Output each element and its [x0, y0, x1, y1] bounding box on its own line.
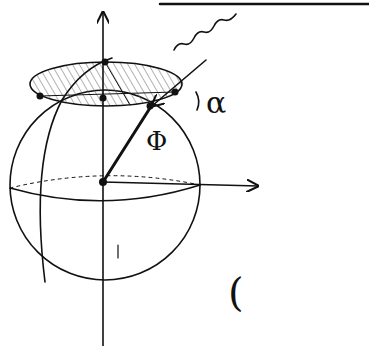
- cap-chord: [105, 62, 130, 105]
- horizontal-axis: [103, 182, 258, 186]
- tick-mark: [117, 245, 118, 258]
- point-dot: [100, 95, 107, 102]
- meridian: [40, 58, 112, 282]
- light-ray: [174, 14, 236, 50]
- equator: [10, 185, 200, 201]
- border-line: [160, 3, 369, 6]
- angle-label: α: [206, 88, 226, 118]
- point-dot: [102, 59, 109, 66]
- point-dot: [147, 103, 154, 110]
- point-dot: [172, 89, 179, 96]
- sphere-outline: [10, 90, 200, 280]
- cap-chord: [40, 92, 175, 96]
- angle-label: Φ: [146, 128, 167, 154]
- partial-glyph: (: [228, 272, 244, 312]
- radius-line: [103, 108, 150, 182]
- angle-arc: [196, 92, 199, 110]
- center-dot: [99, 178, 107, 186]
- point-dot: [37, 93, 44, 100]
